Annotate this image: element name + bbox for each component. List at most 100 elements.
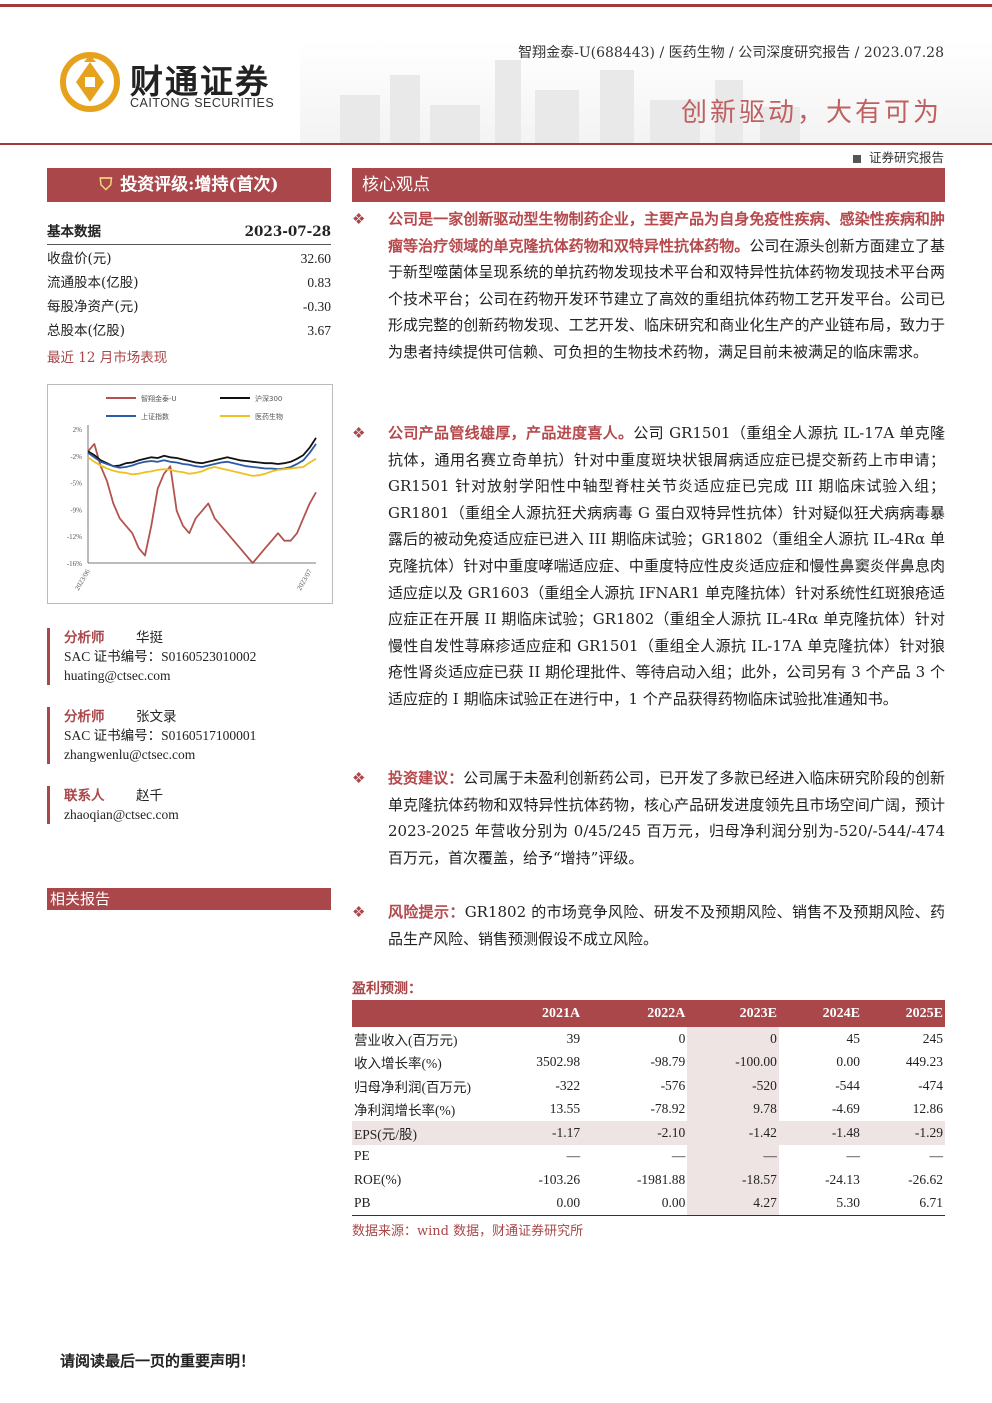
basic-data-row: 收盘价(元) 32.60 (47, 247, 331, 271)
core-point: ❖ 公司产品管线雄厚，产品进度喜人。公司 GR1501（重组全人源抗 IL-17… (352, 420, 945, 713)
basic-data-row: 流通股本(亿股)0.83 (47, 271, 331, 295)
table-cell: -474 (918, 1077, 943, 1093)
row-label: 归母净利润(百万元) (354, 1079, 471, 1095)
legend-label: 医药生物 (255, 412, 283, 421)
table-cell: 0 (687, 1027, 779, 1051)
column-header: 2025E (861, 1000, 945, 1027)
table-cell: -1.17 (486, 1121, 583, 1145)
basic-data-label: 流通股本(亿股) (47, 275, 139, 291)
table-cell: -24.13 (825, 1171, 860, 1187)
row-label: EPS(元/股) (352, 1121, 486, 1145)
x-tick-label: 2023/06 (73, 568, 92, 592)
table-cell: 12.86 (912, 1101, 943, 1117)
contact-email[interactable]: zhaoqian@ctsec.com (64, 807, 179, 822)
analyst-email[interactable]: zhangwenlu@ctsec.com (64, 747, 196, 762)
point-highlight: 公司产品管线雄厚，产品进度喜人。 (388, 424, 634, 442)
table-cell: — (671, 1148, 686, 1164)
rating-label: 投资评级:增持(首次) (120, 175, 279, 195)
table-cell: 0.00 (836, 1054, 860, 1070)
contact-card: 联系人 赵千 zhaoqian@ctsec.com (47, 786, 348, 824)
report-type-label: 证券研究报告 (868, 150, 944, 165)
analyst-role: 分析师 (64, 709, 105, 724)
related-reports-header: 相关报告 (47, 888, 331, 910)
row-label: ROE(%) (354, 1171, 402, 1187)
contact-role: 联系人 (64, 788, 105, 803)
report-slogan: 创新驱动，大有可为 (680, 98, 942, 128)
basic-data-header: 基本数据 2023-07-28 (47, 220, 331, 245)
basic-data-date: 2023-07-28 (244, 224, 331, 240)
header-rule (0, 143, 992, 145)
table-row: EPS(元/股)-1.17-2.10-1.42-1.48-1.29 (352, 1121, 945, 1145)
table-cell: 4.27 (687, 1191, 779, 1216)
column-header (352, 1000, 486, 1027)
y-tick-label: -16% (67, 560, 82, 568)
contact-name: 赵千 (136, 788, 163, 803)
basic-data-table: 基本数据 2023-07-28 收盘价(元) 32.60 流通股本(亿股)0.83… (47, 220, 331, 343)
core-view-title: 核心观点 (362, 175, 430, 195)
row-label: PB (352, 1191, 486, 1216)
row-label: 营业收入(百万元) (354, 1032, 458, 1048)
analyst-role: 分析师 (64, 630, 105, 645)
top-rule (0, 4, 992, 7)
table-cell: -98.79 (650, 1054, 686, 1070)
table-cell: -100.00 (687, 1050, 779, 1074)
table-cell: -4.69 (831, 1101, 860, 1117)
row-label: 净利润增长率(%) (354, 1103, 456, 1119)
point-highlight: 风险提示： (388, 903, 465, 921)
caitong-logo-icon (60, 52, 120, 112)
table-cell: -520 (687, 1074, 779, 1098)
table-cell: -1.29 (861, 1121, 945, 1145)
diamond-bullet-icon: ❖ (352, 903, 366, 921)
analyst-email[interactable]: huating@ctsec.com (64, 668, 171, 683)
point-highlight: 投资建议： (388, 769, 464, 787)
table-cell: 13.55 (549, 1101, 581, 1117)
table-cell: 0.00 (486, 1191, 583, 1216)
breadcrumb: 智翔金泰-U(688443) / 医药生物 / 公司深度研究报告 / 2023.… (518, 45, 944, 61)
column-header: 2022A (582, 1000, 688, 1027)
x-tick-label: 2023/07 (295, 568, 314, 592)
table-cell: -576 (660, 1077, 686, 1093)
diamond-bullet-icon: ❖ (352, 769, 366, 787)
table-header-row: 2021A 2022A 2023E 2024E 2025E (352, 1000, 945, 1027)
analyst-card: 分析师华挺 SAC 证书编号：S0160523010002 huating@ct… (47, 628, 348, 685)
analyst-name: 华挺 (136, 630, 163, 645)
row-label: PE (354, 1148, 370, 1164)
investment-rating-box: ⛉ 投资评级:增持(首次) (47, 168, 331, 202)
disclaimer-notice: 请阅读最后一页的重要声明！ (60, 1352, 256, 1370)
basic-data-row: 总股本(亿股)3.67 (47, 319, 331, 343)
series-line (87, 456, 317, 477)
table-cell: 3502.98 (536, 1054, 581, 1070)
core-point: ❖ 投资建议：公司属于未盈利创新药公司，已开发了多款已经进入临床研究阶段的创新单… (352, 765, 945, 871)
table-cell: 449.23 (905, 1054, 943, 1070)
brand-name-cn: 财通证券 (130, 62, 270, 101)
y-tick-label: 2% (73, 426, 83, 434)
header-skyline (300, 40, 992, 145)
table-cell: 245 (922, 1030, 943, 1046)
y-tick-label: -5% (70, 480, 82, 488)
basic-data-value: 3.67 (307, 323, 331, 338)
table-cell: — (846, 1148, 860, 1164)
y-tick-label: -2% (70, 453, 82, 461)
table-cell: -78.92 (650, 1101, 686, 1117)
brand-name-en: CAITONG SECURITIES (130, 96, 275, 110)
table-cell: -26.62 (908, 1171, 943, 1187)
core-point: ❖ 风险提示：GR1802 的市场竞争风险、研发不及预期风险、销售不及预期风险、… (352, 899, 945, 952)
shield-icon: ⛉ (99, 175, 113, 195)
table-row: ROE(%)-103.26-1981.88-18.57-24.13-26.62 (352, 1168, 945, 1192)
basic-data-label: 收盘价(元) (47, 251, 112, 267)
table-row: 收入增长率(%) 3502.98 -98.79-100.00 0.00 449.23 (352, 1050, 945, 1074)
report-type: 证券研究报告 (852, 147, 944, 166)
core-point: ❖ 公司是一家创新驱动型生物制药企业，主要产品为自身免疫性疾病、感染性疾病和肿瘤… (352, 206, 945, 366)
table-row: PE————— (352, 1144, 945, 1168)
basic-data-title: 基本数据 (47, 224, 101, 240)
basic-data-value: 32.60 (300, 251, 331, 266)
column-header: 2023E (687, 1000, 779, 1027)
row-label: 收入增长率(%) (354, 1056, 442, 1072)
table-cell: 45 (846, 1030, 860, 1046)
point-text: GR1802 的市场竞争风险、研发不及预期风险、销售不及预期风险、药品生产风险、… (388, 903, 945, 948)
basic-data-row: 每股净资产(元)-0.30 (47, 295, 331, 319)
